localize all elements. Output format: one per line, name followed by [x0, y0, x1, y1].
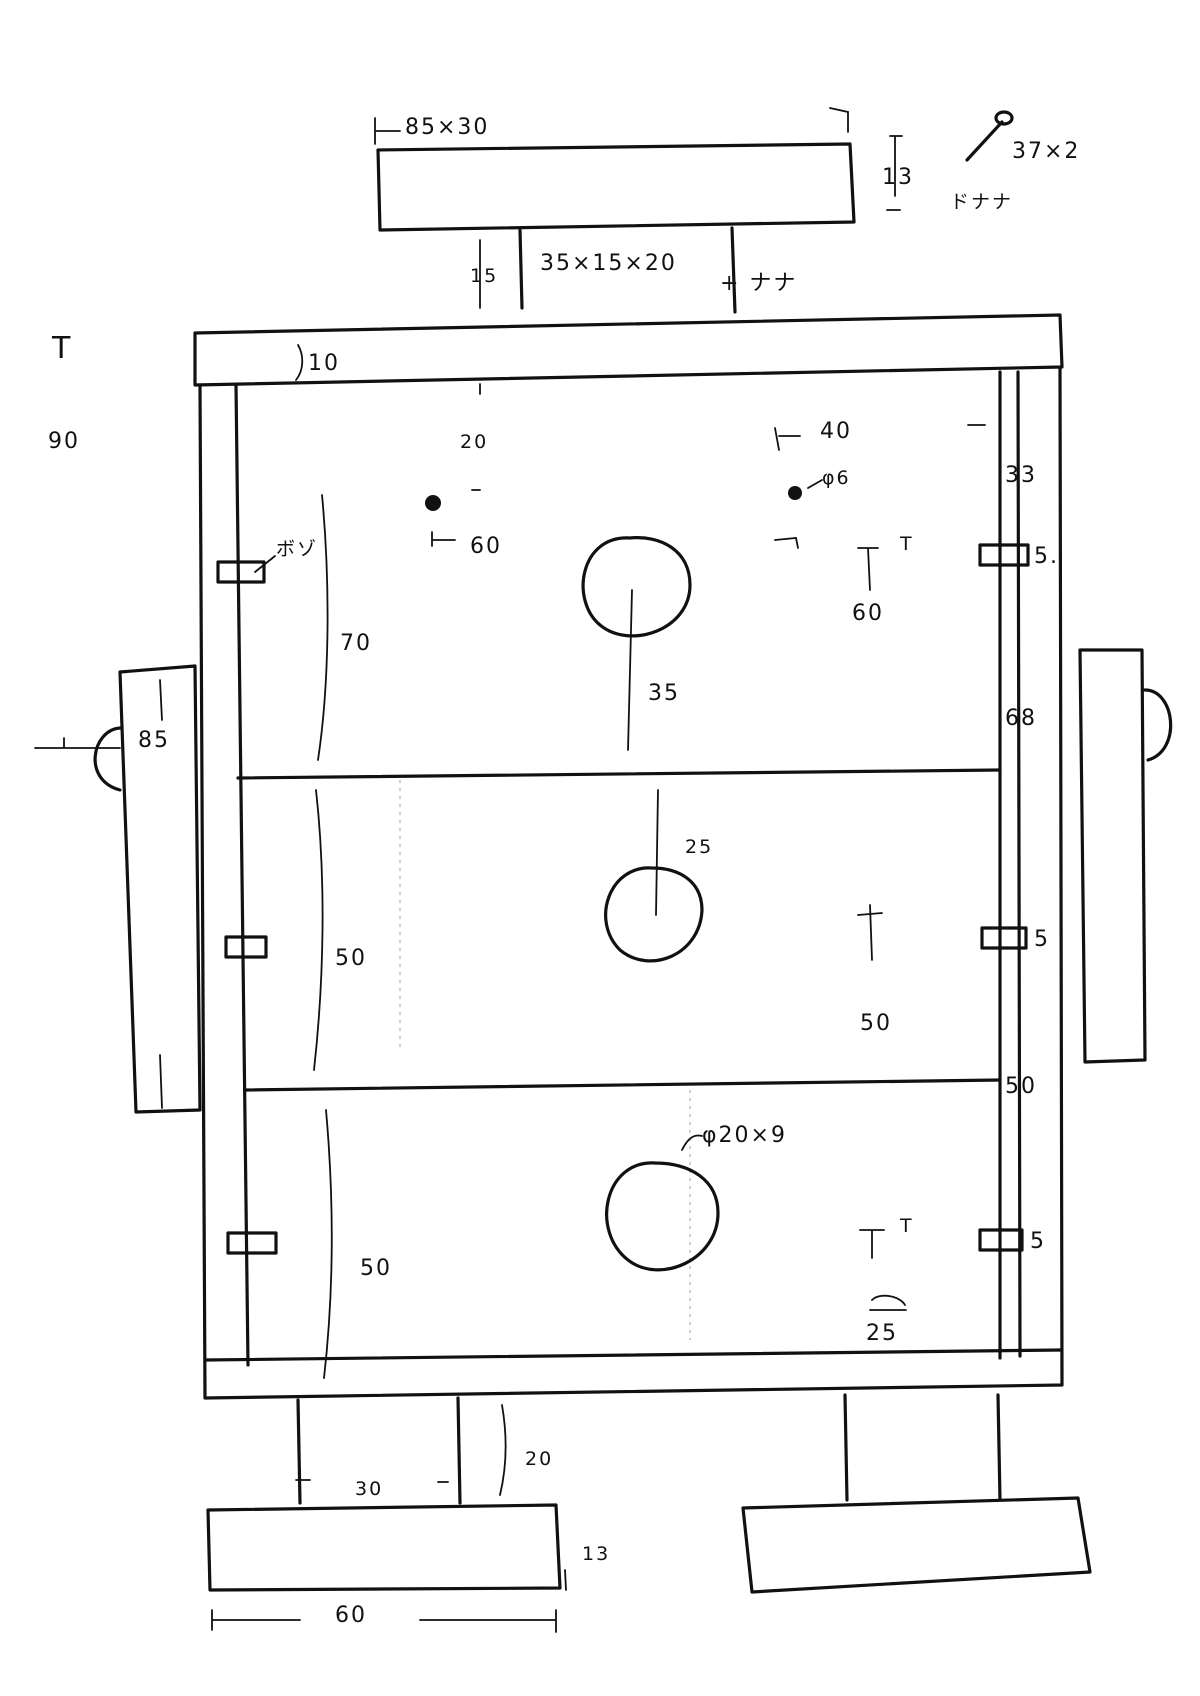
lower-small-25: 25: [866, 1321, 898, 1346]
middle-right-50: 50: [1005, 1074, 1037, 1099]
upper-dim-20: 20: [460, 431, 488, 453]
lower-height-50: 50: [360, 1256, 392, 1281]
top-block: 85×30 13: [374, 107, 914, 232]
upper-height-60: 60: [852, 601, 884, 626]
top-block-size: 85×30: [405, 115, 489, 140]
upper-hole-label: φ6: [822, 467, 851, 489]
left-arm: 85: [34, 664, 202, 1114]
middle-height-50: 50: [335, 946, 367, 971]
upper-dim-60: 60: [470, 534, 502, 559]
middle-section: 50 25 50 5 50: [224, 789, 1050, 1099]
upper-circle: 35: [648, 681, 680, 706]
right-leg: [741, 1393, 1092, 1594]
middle-right-5: 5: [1034, 927, 1050, 952]
foot-width-60: 60: [335, 1603, 367, 1628]
left-leg: 30 20 13 60: [206, 1396, 610, 1633]
upper-height-70: 70: [340, 631, 372, 656]
foot-thickness-13: 13: [582, 1543, 610, 1565]
top-board-thickness: 10: [308, 351, 340, 376]
neck-height: 15: [470, 265, 498, 287]
upper-right-33: 33: [1005, 463, 1037, 488]
leg-width-30: 30: [355, 1478, 383, 1500]
neck-size: 35×15×20: [540, 251, 677, 276]
lower-right-5: 5: [1030, 1229, 1046, 1254]
middle-circle: 25: [685, 836, 713, 858]
leg-height-20: 20: [525, 1448, 553, 1470]
lower-section: 50 φ20×9 T 25 5: [226, 1109, 1046, 1379]
left-height: 90: [48, 429, 80, 454]
lower-mark-t: T: [899, 1215, 914, 1237]
upper-mark-t: T: [899, 533, 914, 555]
upper-dim-40: 40: [820, 419, 852, 444]
middle-center-50: 50: [860, 1011, 892, 1036]
arm-length: 85: [138, 728, 170, 753]
lower-circle: φ20×9: [702, 1123, 787, 1148]
body-frame: 10: [193, 313, 1064, 1400]
neck: 35×15×20 15 + ナナ: [470, 226, 797, 314]
nail-icon: [965, 110, 1014, 162]
right-arm: [1078, 648, 1173, 1064]
upper-right-68: 68: [1005, 706, 1037, 731]
nail-label: ドナナ: [950, 191, 1013, 213]
left-mark: T: [51, 331, 71, 366]
top-block-thickness: 13: [882, 165, 914, 190]
upper-section: 20 60 40 φ6 ボゾ 70 33 5. 68 T 60 35: [216, 383, 1059, 761]
nail-spec: 37×2: [1012, 139, 1080, 164]
upper-left-note: ボゾ: [276, 538, 318, 560]
neck-note: + ナナ: [720, 271, 797, 296]
upper-right-5: 5.: [1034, 544, 1059, 569]
